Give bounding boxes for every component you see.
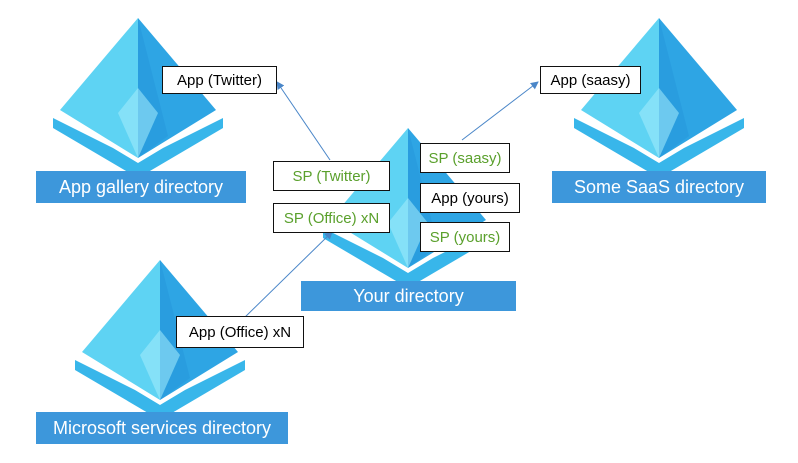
sp-saasy-box: SP (saasy): [420, 143, 510, 173]
app-yours-box: App (yours): [420, 183, 520, 213]
app-office-box: App (Office) xN: [176, 316, 304, 348]
arrow-sp-saasy-to-app-saasy: [461, 81, 539, 141]
arrow-app-office-to-sp-office: [241, 231, 333, 321]
app-saasy-box: App (saasy): [540, 66, 641, 94]
directory-label-app-gallery: App gallery directory: [36, 171, 246, 203]
directory-label-saas: Some SaaS directory: [552, 171, 766, 203]
directory-label-your: Your directory: [301, 281, 516, 311]
app-twitter-box: App (Twitter): [162, 66, 277, 94]
arrow-sp-twitter-to-app-twitter: [276, 81, 331, 161]
directory-pyramid-icon: [574, 18, 744, 178]
directory-label-microsoft: Microsoft services directory: [36, 412, 288, 444]
sp-yours-box: SP (yours): [420, 222, 510, 252]
sp-office-box: SP (Office) xN: [273, 203, 390, 233]
directory-pyramid-icon: [53, 18, 223, 178]
sp-twitter-box: SP (Twitter): [273, 161, 390, 191]
